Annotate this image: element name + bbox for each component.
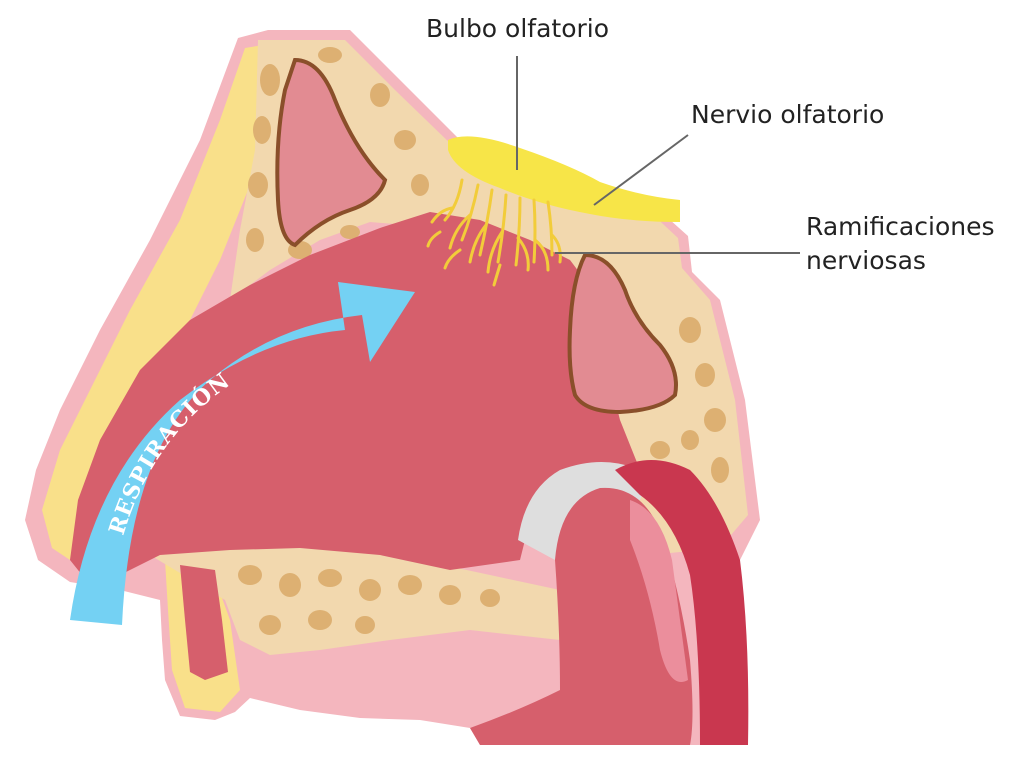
pharynx <box>615 460 749 745</box>
frontal-sinus <box>275 57 388 248</box>
label-nervio-olfatorio: Nervio olfatorio <box>691 100 885 129</box>
nerve-fibers <box>426 178 562 287</box>
label-ramificaciones-line2: nerviosas <box>806 245 926 275</box>
leader-nervio <box>593 134 689 206</box>
nasal-cavity <box>70 212 640 575</box>
uvula <box>630 500 688 682</box>
bone-texture <box>238 47 729 635</box>
olfactory-bulb <box>448 136 680 222</box>
label-ramificaciones-nerviosas: Ramificaciones nerviosas <box>806 210 995 278</box>
sphenoid-sinus <box>567 252 678 415</box>
respiration-arrow <box>70 282 415 625</box>
nostril-lobe <box>180 565 228 680</box>
label-bulbo-olfatorio: Bulbo olfatorio <box>426 14 610 43</box>
label-ramificaciones-line1: Ramificaciones <box>806 212 995 241</box>
leader-lines <box>516 56 800 254</box>
